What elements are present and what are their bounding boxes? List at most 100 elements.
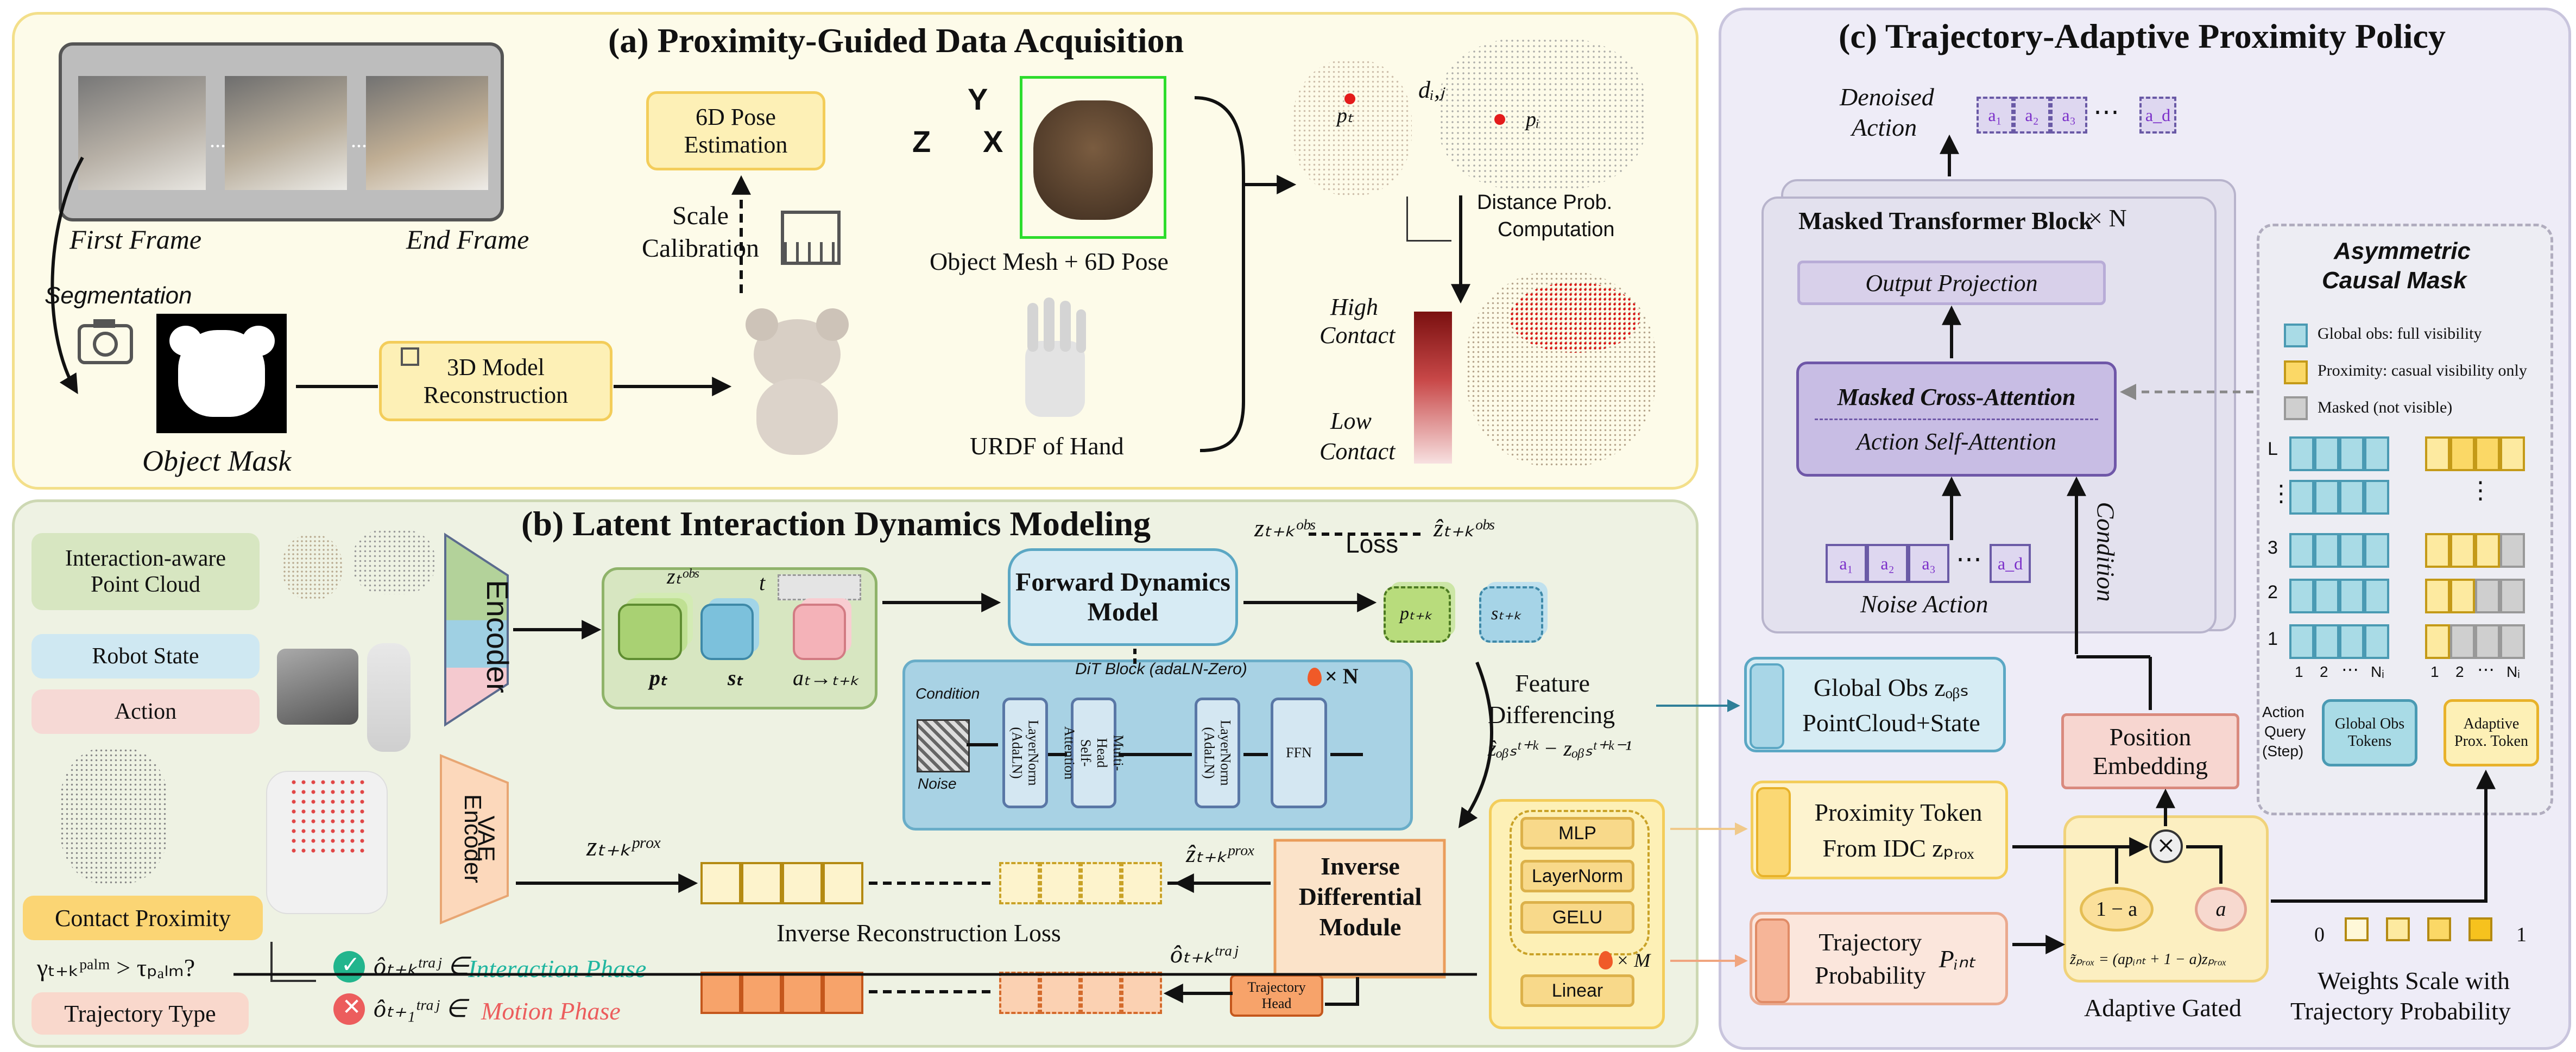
mask-cell-global xyxy=(2364,533,2389,568)
a-node: a xyxy=(2195,887,2247,931)
mask-cell-masked xyxy=(2450,624,2475,659)
fire-icon xyxy=(1308,668,1322,686)
mask-title-2: Causal Mask xyxy=(2322,267,2467,294)
trajectory-head-label: Trajectory Head xyxy=(1247,979,1306,1011)
legend-prox-label: Proximity: casual visibility only xyxy=(2318,362,2527,379)
video-frame-1 xyxy=(78,76,206,190)
probability-curve-icon xyxy=(1406,197,1451,242)
mask-cell-proximity xyxy=(2475,436,2500,471)
condition-vertical-label: Condition xyxy=(2092,502,2120,602)
z-obs-future-label: zₜ₊ₖᵒᵇˢ xyxy=(1254,514,1315,542)
low-contact-label-2: Contact xyxy=(1319,438,1396,465)
global-obs-tab xyxy=(1750,663,1784,749)
z-prox-label: zₜ₊ₖᵖʳᵒˣ xyxy=(586,831,660,861)
idc-times-m: × M xyxy=(1616,949,1651,971)
ptk-token-stack xyxy=(1384,586,1451,643)
mask-cell-masked xyxy=(2500,579,2525,613)
at-token-stack xyxy=(793,604,846,660)
ruler-icon xyxy=(781,211,841,265)
ffn-box: FFN xyxy=(1271,698,1327,808)
cross-icon xyxy=(333,993,365,1025)
noise-ellipsis: ⋯ xyxy=(1956,545,1982,574)
video-frame-3 xyxy=(366,76,488,190)
axis-x-label: X xyxy=(983,124,1003,159)
action-query-label-1: Action xyxy=(2262,704,2304,720)
mask-cell-proximity xyxy=(2450,579,2475,613)
layernorm-2-box: LayerNorm (AdaLN) xyxy=(1195,698,1240,808)
mask-cell-global xyxy=(2364,480,2389,515)
interaction-phase-label: Interaction Phase xyxy=(468,955,647,983)
mask-cell-global xyxy=(2314,624,2339,659)
pi-label: pᵢ xyxy=(1526,108,1540,131)
weight-scale xyxy=(2334,917,2513,945)
denoised-token-3: a₃ xyxy=(2050,97,2087,134)
model-reconstruction-label: 3D Model Reconstruction xyxy=(423,354,569,408)
mask-cell-global xyxy=(2314,533,2339,568)
row-label-3: 3 xyxy=(2268,537,2278,558)
high-contact-label-2: Contact xyxy=(1319,322,1396,348)
noise-grid-icon xyxy=(917,719,970,772)
weights-label-2: Trajectory Probability xyxy=(2290,997,2511,1025)
t-token-placeholder xyxy=(778,574,861,600)
axis-y-label: Y xyxy=(968,82,988,116)
object-mask-image xyxy=(156,314,287,433)
mask-cell-masked xyxy=(2475,624,2500,659)
hand-point-cloud-input xyxy=(60,748,168,884)
noise-action-tokens: a₁ a₂ a₃ ⋯ a_d xyxy=(1826,544,2097,583)
proximity-token-tab xyxy=(1756,787,1791,877)
pose-estimation-box: 6D Pose Estimation xyxy=(646,91,825,170)
mask-cell-proximity xyxy=(2450,533,2475,568)
mask-title-1: Asymmetric xyxy=(2334,238,2471,264)
pi-point xyxy=(1494,114,1505,125)
dit-block-label: DiT Block (adaLN-Zero) xyxy=(1075,660,1247,678)
mask-cell-global xyxy=(2314,436,2339,471)
mask-cell-proximity xyxy=(2500,436,2525,471)
robot-hand-image xyxy=(277,649,358,725)
mask-cell-global xyxy=(2314,579,2339,613)
transformer-block-label: Masked Transformer Block xyxy=(1798,207,2093,235)
mask-cell-global xyxy=(2364,436,2389,471)
o-hat-traj-label: ôₜ₊ₖᵗʳᵃʲ xyxy=(1170,940,1238,968)
ffn-label: FFN xyxy=(1286,745,1312,761)
mask-cell-proximity xyxy=(2425,533,2450,568)
idc-inner-dashed xyxy=(1510,810,1650,955)
col-label-l3: ⋯ xyxy=(2341,660,2359,679)
robot-state-label: Robot State xyxy=(92,644,199,669)
pt-label: pₜ xyxy=(649,666,667,690)
global-obs-tokens-label: Global Obs Tokens xyxy=(2334,715,2405,750)
mask-cell-global xyxy=(2289,624,2314,659)
t-label: t xyxy=(759,571,766,595)
contact-proximity-label: Contact Proximity xyxy=(55,904,231,931)
mask-cell-proximity xyxy=(2425,579,2450,613)
layernorm-3-box: LayerNorm xyxy=(1520,860,1634,892)
distance-label: dᵢ,ⱼ xyxy=(1418,77,1444,103)
global-obs-tokens-box: Global Obs Tokens xyxy=(2322,699,2417,766)
hand-point-cloud xyxy=(1439,38,1645,190)
frame-dots-2: ... xyxy=(351,128,367,152)
robot-state-input: Robot State xyxy=(31,634,260,679)
trajectory-prob-label-2: Probability xyxy=(1815,961,1926,989)
bear-point-cloud xyxy=(1292,60,1412,195)
gelu-box: GELU xyxy=(1520,901,1634,934)
panel-c-title: (c) Trajectory-Adaptive Proximity Policy xyxy=(1839,17,2446,55)
denoised-action-tokens: a₁ a₂ a₃ ⋯ a_d xyxy=(1977,97,2329,135)
legend-global-label: Global obs: full visibility xyxy=(2318,325,2482,343)
motion-expr: ôₜ₊₁ᵗʳᵃʲ ∈ xyxy=(374,994,468,1022)
mask-cell-global xyxy=(2339,579,2364,613)
layernorm-3-label: LayerNorm xyxy=(1531,865,1624,886)
col-label-l1: 1 xyxy=(2295,663,2303,680)
mask-grid-dots: ⋮ xyxy=(2468,477,2492,504)
legend-masked-label: Masked (not visible) xyxy=(2318,398,2453,416)
interaction-expr: ôₜ₊ₖᵗʳᵃʲ ∈ xyxy=(374,952,469,980)
layernorm-1-box: LayerNorm (AdaLN) xyxy=(1002,698,1048,808)
legend-prox-swatch xyxy=(2284,360,2308,384)
prox-reconstructed-row xyxy=(999,862,1162,904)
adaptive-gated-label: Adaptive Gated xyxy=(2084,994,2242,1022)
output-projection-label: Output Projection xyxy=(1865,269,2038,296)
at-label: aₜ→ₜ₊ₖ xyxy=(793,666,859,690)
mask-cell-global xyxy=(2289,579,2314,613)
mask-cell-global xyxy=(2339,624,2364,659)
object-mask-label: Object Mask xyxy=(142,445,292,477)
col-label-r4: Nᵢ xyxy=(2506,663,2520,680)
noise-action-label: Noise Action xyxy=(1860,590,1988,618)
